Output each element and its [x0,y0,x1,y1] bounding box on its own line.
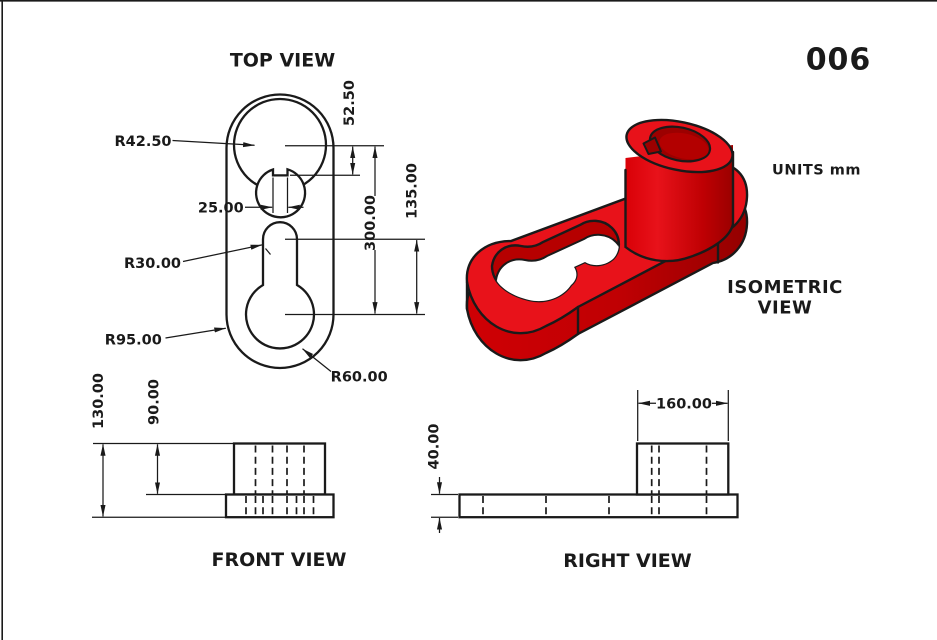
right-base-plate [458,493,739,519]
dim-40: 40.00 [427,424,443,470]
top-view: TOP VIEW [105,50,425,385]
keyed-hole-outline [255,167,307,219]
dim-r30: R30.00 [124,256,181,272]
dim-160: 160.00 [656,397,712,413]
top-view-extension-lines [272,145,425,316]
front-view-dim-text: 130.00 90.00 [91,373,163,429]
dim-25: 25.00 [198,201,244,217]
right-view-extension-lines [431,390,729,518]
right-view-title: RIGHT VIEW [563,550,692,572]
top-view-leader-lines [165,139,332,372]
dim-135: 135.00 [404,163,420,219]
front-view-hidden-lines [245,445,315,516]
right-view-dim-text: 160.00 40.00 [427,397,712,470]
dim-r60: R60.00 [331,369,388,385]
top-view-title: TOP VIEW [230,50,335,72]
front-view-title: FRONT VIEW [212,549,347,571]
top-view-dimension-lines [245,146,420,314]
iso-boss-cylinder [624,118,735,263]
right-view-dimension-lines [436,400,728,533]
iso-keyway-notch [642,136,662,155]
iso-boss-side-edge [624,150,735,263]
dim-r95: R95.00 [105,333,162,349]
top-view-outline [225,93,335,370]
dim-300: 300.00 [363,195,379,251]
front-view-dimension-lines [100,443,161,517]
front-view: FRONT VIEW 13 [91,373,347,571]
sheet-number: 006 [806,43,872,78]
isometric-view-title-line2: VIEW [758,298,813,319]
front-view-outline [224,442,335,519]
isometric-view-title-line1: ISOMETRIC [727,277,843,298]
right-view: RIGHT VIEW 16 [427,390,739,572]
dim-52: 52.50 [342,80,358,126]
dim-90: 90.00 [146,379,162,425]
right-view-outline [458,442,739,519]
front-base-plate [224,493,335,519]
right-view-hidden-lines [482,445,708,516]
dim-130: 130.00 [91,373,107,429]
isometric-view: UNITS mm ISOMETRIC VIEW [465,118,861,362]
units-label: UNITS mm [772,162,861,178]
front-boss-block [232,442,327,496]
iso-boss-side [625,145,733,262]
right-boss-block [635,442,730,496]
dim-r42: R42.50 [114,134,171,150]
iso-keyed-hole-inner-wall [659,132,709,160]
front-view-extension-lines [92,442,234,518]
top-view-dim-text: R42.50 52.50 25.00 R30.00 300.00 135.00 … [105,80,421,385]
keyhole-slot-outline [244,221,316,350]
